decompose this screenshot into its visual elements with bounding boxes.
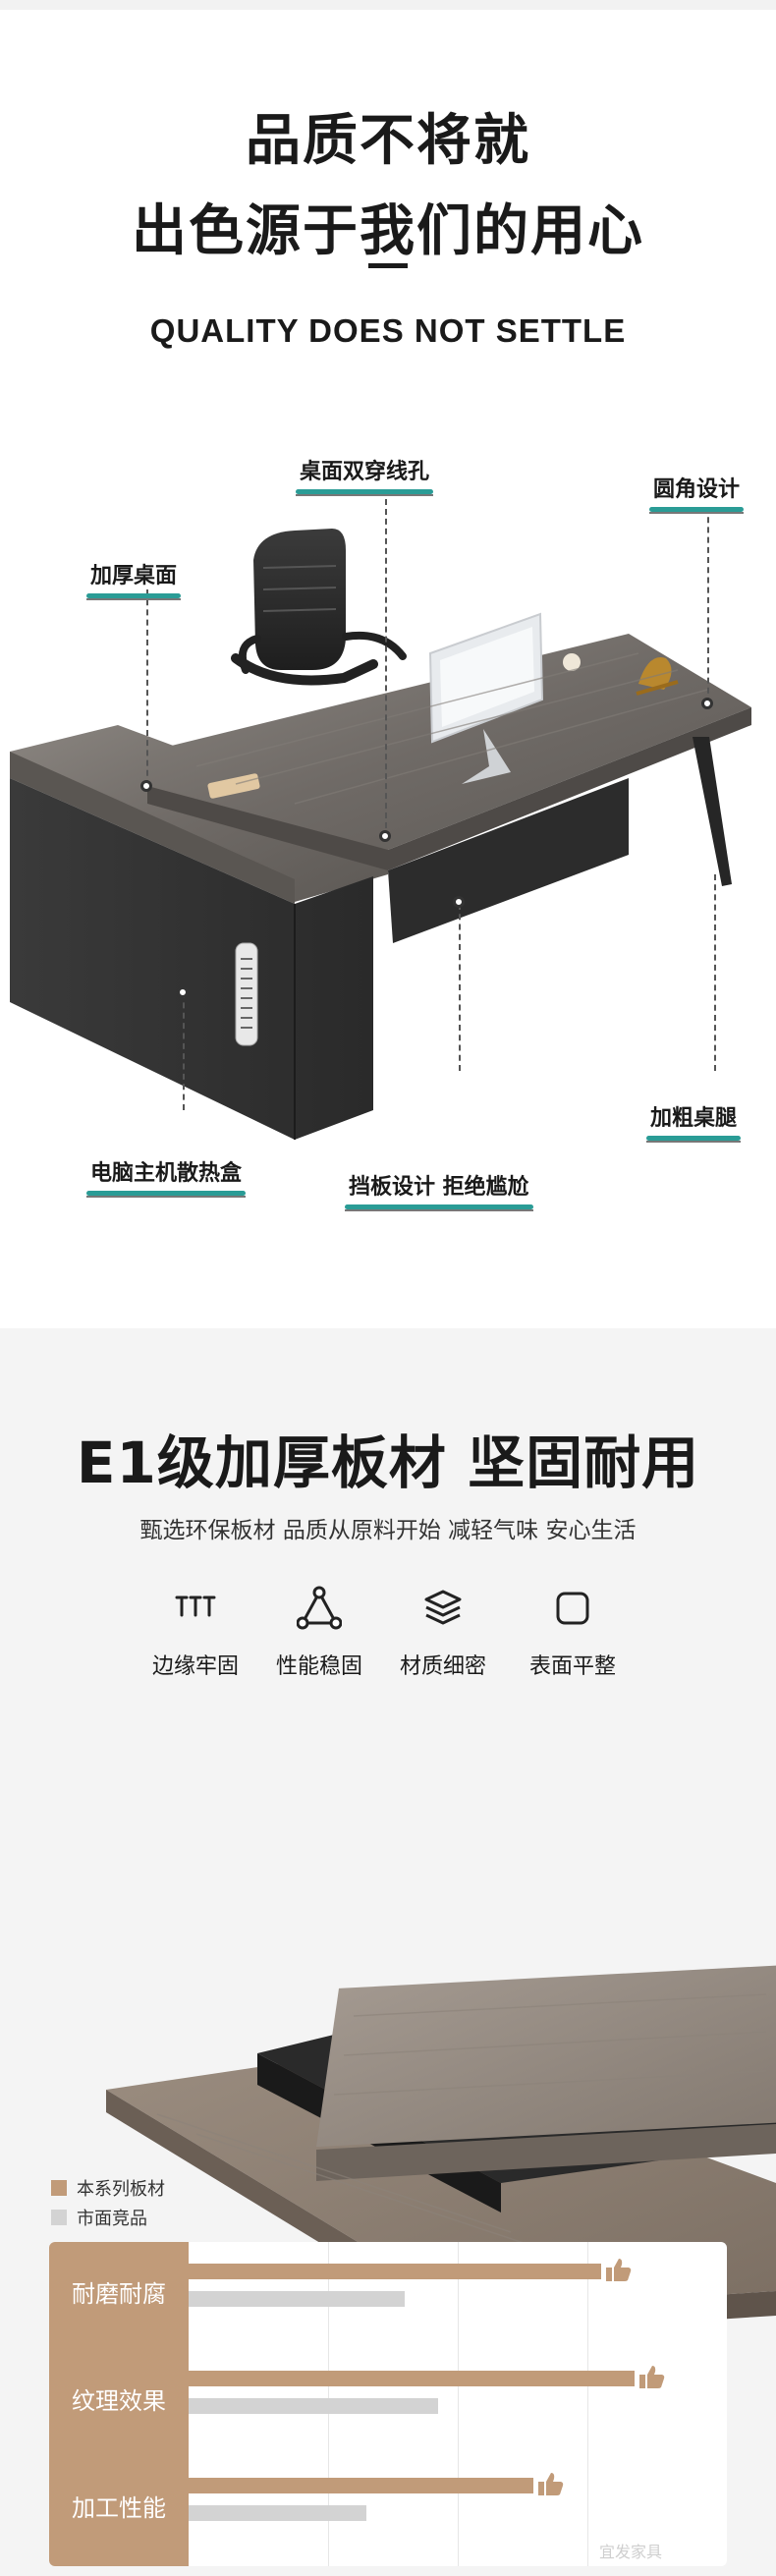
callout-pin-baffle: [453, 896, 465, 908]
legend-swatch-ours: [51, 2180, 67, 2196]
grid-line: [458, 2242, 459, 2566]
bar-market-texture: [189, 2398, 438, 2414]
hero-subtitle-en: QUALITY DOES NOT SETTLE: [149, 312, 627, 349]
quality-section: 品质不将就 出色源于我们的用心 QUALITY DOES NOT SETTLE: [0, 0, 776, 1316]
callout-thick-top: 加厚桌面: [86, 558, 182, 600]
callout-pin-cpu: [177, 986, 189, 998]
desk-image: [10, 529, 751, 1140]
bar-market-wear: [189, 2291, 405, 2307]
hero-title-line1: 品质不将就: [246, 109, 530, 173]
feature-surface-label: 表面平整: [528, 1654, 616, 1679]
watermark: 宜发家具: [599, 2543, 663, 2561]
callout-line-baffle: [459, 904, 461, 1071]
desk-top: [147, 612, 751, 943]
feature-edge-label: 边缘牢固: [151, 1654, 239, 1679]
callout-thick-legs: 加粗桌腿: [646, 1100, 742, 1143]
material-section: E1级加厚板材 坚固耐用 甄选环保板材 品质从原料开始 减轻气味 安心生活 边缘…: [0, 1328, 776, 2576]
callout-thick-top-text: 加厚桌面: [90, 564, 178, 588]
feature-edge: 边缘牢固: [132, 1586, 259, 1680]
grid-line: [587, 2242, 588, 2566]
callout-cpu-box: 电脑主机散热盒: [86, 1155, 247, 1198]
desk-illustration: 桌面双穿线孔 圆角设计 加厚桌面 加粗桌腿 挡板设计 拒绝尴尬 电脑主机散热盒: [0, 413, 776, 1316]
callout-desktop-holes-text: 桌面双穿线孔: [300, 460, 430, 484]
callout-cpu-box-text: 电脑主机散热盒: [90, 1161, 243, 1186]
callout-baffle: 挡板设计 拒绝尴尬: [345, 1169, 533, 1211]
row-label-wear: 耐磨耐腐: [72, 2280, 166, 2308]
callout-pin-top: [140, 780, 152, 792]
thumbs-up-icon: [605, 2259, 631, 2281]
callout-line-legs: [714, 874, 716, 1071]
callout-line-cpu: [183, 992, 185, 1110]
feature-density: 材质细密: [379, 1586, 507, 1680]
callout-line-corner: [707, 507, 709, 703]
bar-market-processing: [189, 2505, 366, 2521]
callout-thick-legs-text: 加粗桌腿: [650, 1106, 738, 1131]
screws-icon: [173, 1586, 218, 1631]
triangle-nodes-icon: [296, 1586, 343, 1631]
comparison-labels-column: 耐磨耐腐 纹理效果 加工性能: [49, 2242, 189, 2566]
callout-rounded-corner-text: 圆角设计: [653, 477, 741, 502]
row-label-texture: 纹理效果: [72, 2387, 166, 2415]
chart-legend: 本系列板材 市面竞品: [51, 2173, 165, 2232]
rounded-square-icon: [550, 1586, 595, 1631]
legend-label-market: 市面竞品: [77, 2209, 147, 2229]
material-subtitle: 甄选环保板材 品质从原料开始 减轻气味 安心生活: [139, 1518, 637, 1543]
top-divider: [0, 0, 776, 10]
legend-item-market: 市面竞品: [51, 2203, 165, 2232]
callout-line-holes: [385, 489, 387, 838]
feature-stability: 性能稳固: [255, 1586, 383, 1680]
comparison-panel: 耐磨耐腐 纹理效果 加工性能: [49, 2242, 727, 2566]
callout-pin-holes: [379, 830, 391, 842]
material-title: E1级加厚板材 坚固耐用: [76, 1429, 700, 1496]
row-label-processing: 加工性能: [72, 2494, 166, 2522]
legend-swatch-market: [51, 2210, 67, 2225]
bar-ours-processing: [189, 2478, 534, 2493]
layers-icon: [420, 1586, 466, 1631]
thumbs-up-icon: [538, 2473, 564, 2495]
office-chair: [231, 529, 407, 686]
hero-title-line2: 出色源于我们的用心: [132, 199, 644, 263]
feature-surface: 表面平整: [509, 1586, 637, 1680]
callout-line-top: [146, 589, 148, 786]
callout-rounded-corner: 圆角设计: [649, 472, 745, 514]
title-divider: [368, 263, 408, 268]
bar-ours-wear: [189, 2264, 601, 2279]
thumbs-up-icon: [638, 2366, 665, 2388]
legend-label-ours: 本系列板材: [77, 2179, 165, 2200]
bar-ours-texture: [189, 2371, 635, 2386]
callout-pin-corner: [701, 698, 713, 709]
feature-stability-label: 性能稳固: [275, 1654, 362, 1679]
callout-baffle-text: 挡板设计 拒绝尴尬: [349, 1175, 529, 1200]
feature-density-label: 材质细密: [399, 1654, 486, 1679]
legend-item-ours: 本系列板材: [51, 2173, 165, 2203]
callout-desktop-holes: 桌面双穿线孔: [296, 454, 434, 496]
